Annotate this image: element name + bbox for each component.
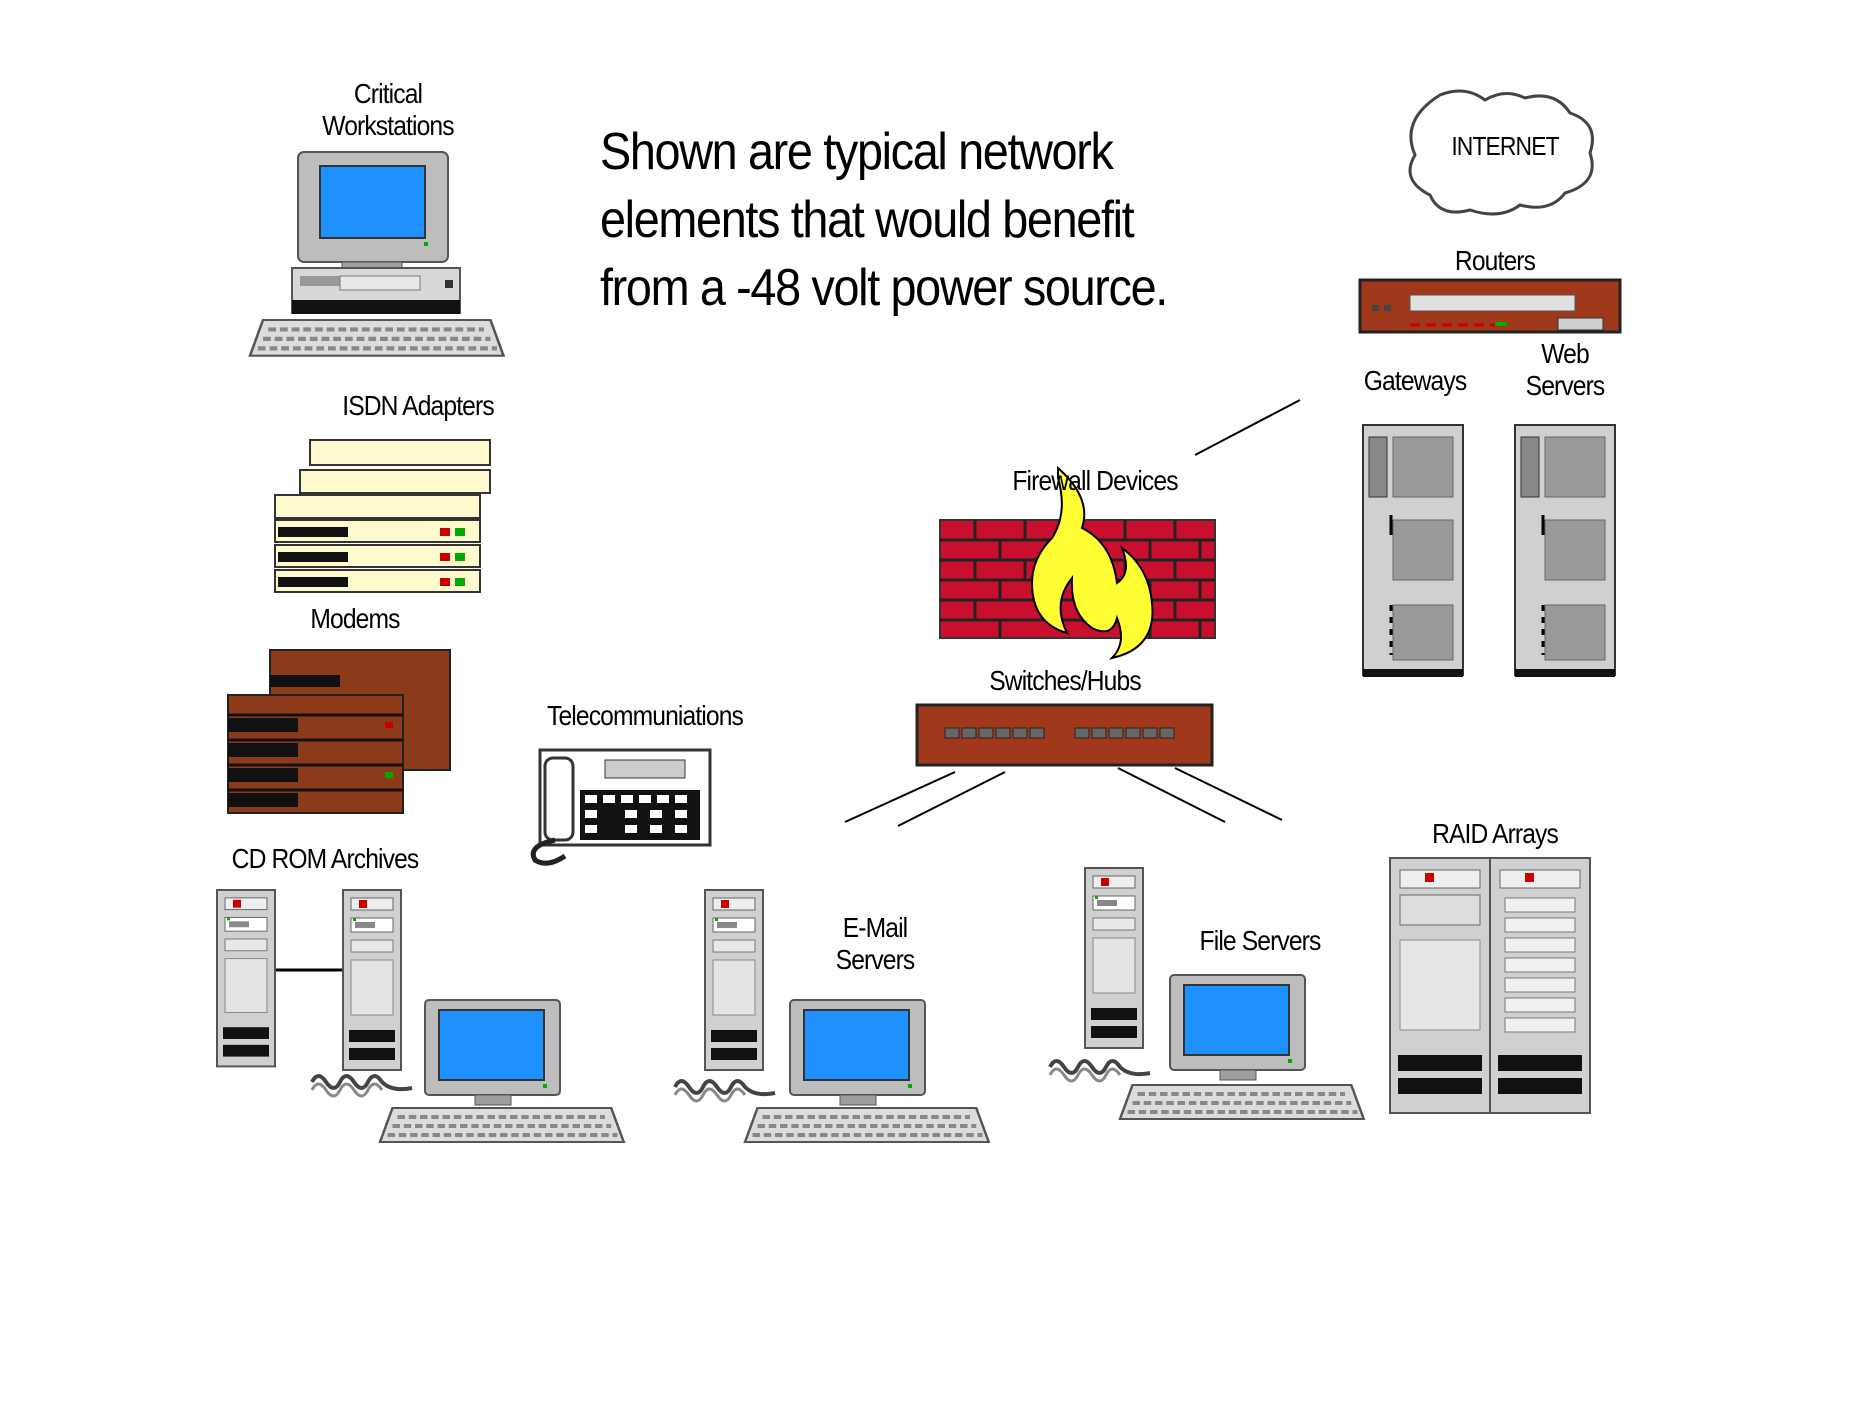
label-line: Servers [835, 944, 916, 976]
label-firewall-devices: Firewall Devices [1012, 465, 1178, 496]
label-telecommunications: Telecommuniations [547, 700, 744, 731]
flame-icon [1030, 465, 1154, 660]
label-internet: INTERNET [1451, 131, 1559, 161]
label-email-servers: E-Mail Servers [813, 912, 936, 976]
router-icon [1358, 278, 1622, 334]
firewall-brick-wall-icon [939, 465, 1216, 660]
switches-hubs-icon [915, 703, 1214, 767]
connection-lines [844, 399, 1301, 827]
modems-icon [227, 649, 451, 814]
critical-workstation-icon [250, 151, 503, 356]
file-servers-icon [1048, 867, 1364, 1119]
label-modems: Modems [310, 603, 400, 634]
label-line: Web [1541, 338, 1589, 369]
headline-line: elements that would benefit [600, 191, 1135, 249]
gateway-server-icon [1361, 423, 1465, 679]
headline-line: Shown are typical network [600, 123, 1114, 181]
label-web-servers: Web Servers [1508, 338, 1622, 402]
label-critical-workstations: Critical Workstations [318, 78, 459, 142]
label-raid-arrays: RAID Arrays [1432, 818, 1559, 849]
isdn-adapters-icon [274, 439, 491, 593]
label-line: Servers [1525, 370, 1606, 402]
label-gateways: Gateways [1363, 365, 1467, 396]
cdrom-archives-icon [216, 889, 624, 1142]
telecommunications-phone-icon [530, 748, 712, 866]
label-line: Workstations [322, 110, 454, 142]
headline-text: Shown are typical network elements that … [600, 118, 1176, 322]
label-file-servers: File Servers [1199, 925, 1322, 956]
web-server-icon [1513, 423, 1617, 679]
internet-cloud-icon [1408, 89, 1594, 216]
headline-line: from a -48 volt power source. [600, 259, 1168, 317]
label-line: E-Mail [842, 912, 908, 943]
label-cdrom-archives: CD ROM Archives [231, 843, 420, 874]
label-switches-hubs: Switches/Hubs [989, 665, 1141, 696]
label-isdn-adapters: ISDN Adapters [342, 390, 494, 421]
raid-arrays-icon [1389, 857, 1591, 1114]
label-routers: Routers [1454, 245, 1536, 276]
label-line: Critical [353, 78, 423, 109]
